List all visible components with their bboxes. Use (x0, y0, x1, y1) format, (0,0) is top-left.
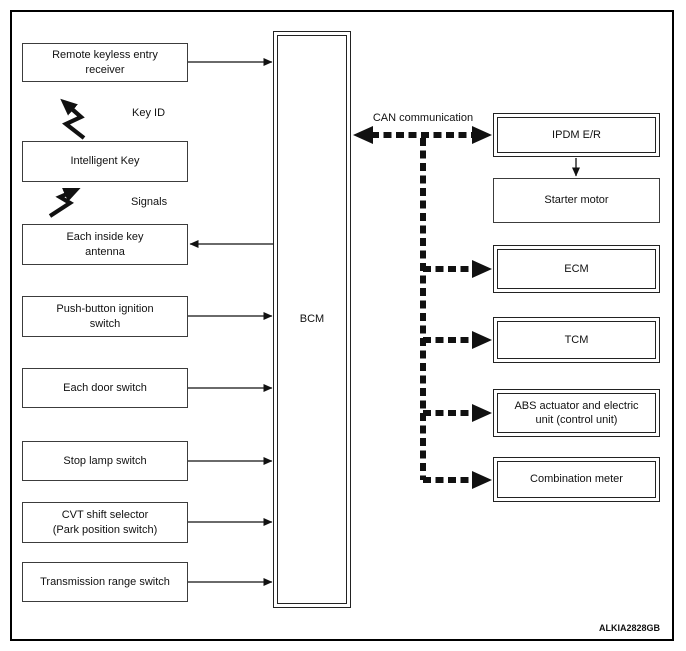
key-id-label: Key ID (132, 107, 166, 119)
node-label: Each inside key antenna (66, 231, 144, 258)
node-label: Remote keyless entry receiver (52, 49, 158, 76)
node-label: IPDM E/R (552, 128, 601, 141)
node-label: CVT shift selector (Park position switch… (52, 509, 158, 536)
node-inner-border: ABS actuator and electric unit (control … (497, 393, 656, 433)
node-label: BCM (299, 313, 325, 326)
node-transmission-range-switch: Transmission range switch (22, 562, 188, 602)
can-arrowhead-to-abs (472, 404, 492, 422)
node-bcm-inner-border: BCM (277, 35, 347, 604)
node-label: Intelligent Key (70, 155, 140, 168)
can-communication-label: CAN communication (372, 112, 474, 124)
node-label: Stop lamp switch (63, 454, 147, 467)
node-inner-border: IPDM E/R (497, 117, 656, 153)
signals-zigzag-arrow-icon (48, 187, 81, 218)
node-inner-border: Combination meter (497, 461, 656, 498)
node-tcm: TCM (493, 317, 660, 363)
node-abs-actuator: ABS actuator and electric unit (control … (493, 389, 660, 437)
node-each-inside-key-antenna: Each inside key antenna (22, 224, 188, 265)
node-starter-motor: Starter motor (493, 178, 660, 223)
node-label: Transmission range switch (40, 575, 170, 588)
node-remote-keyless-entry-receiver: Remote keyless entry receiver (22, 43, 188, 82)
node-label: Starter motor (544, 194, 609, 207)
node-inner-border: TCM (497, 321, 656, 359)
node-label: Each door switch (63, 381, 147, 394)
can-arrowhead-to-ecm (472, 260, 492, 278)
key-id-zigzag-arrow-icon (60, 98, 86, 140)
can-arrowhead-to-bcm (353, 126, 373, 144)
node-bcm: BCM (273, 31, 351, 608)
node-label: ECM (564, 262, 589, 275)
node-stop-lamp-switch: Stop lamp switch (22, 441, 188, 481)
node-label: Push-button ignition switch (56, 303, 154, 330)
signals-label: Signals (131, 196, 168, 208)
node-each-door-switch: Each door switch (22, 368, 188, 408)
node-push-button-ignition-switch: Push-button ignition switch (22, 296, 188, 337)
node-inner-border: ECM (497, 249, 656, 289)
node-label: Combination meter (530, 473, 623, 486)
node-ecm: ECM (493, 245, 660, 293)
node-label: TCM (564, 333, 589, 346)
node-combination-meter: Combination meter (493, 457, 660, 502)
node-cvt-shift-selector: CVT shift selector (Park position switch… (22, 502, 188, 543)
node-ipdm-er: IPDM E/R (493, 113, 660, 157)
diagram-code-watermark: ALKIA2828GB (598, 623, 660, 633)
node-intelligent-key: Intelligent Key (22, 141, 188, 182)
can-arrowhead-to-ipdm (472, 126, 492, 144)
can-arrowhead-to-tcm (472, 331, 492, 349)
can-arrowhead-to-combination-meter (472, 471, 492, 489)
node-label: ABS actuator and electric unit (control … (514, 399, 639, 426)
